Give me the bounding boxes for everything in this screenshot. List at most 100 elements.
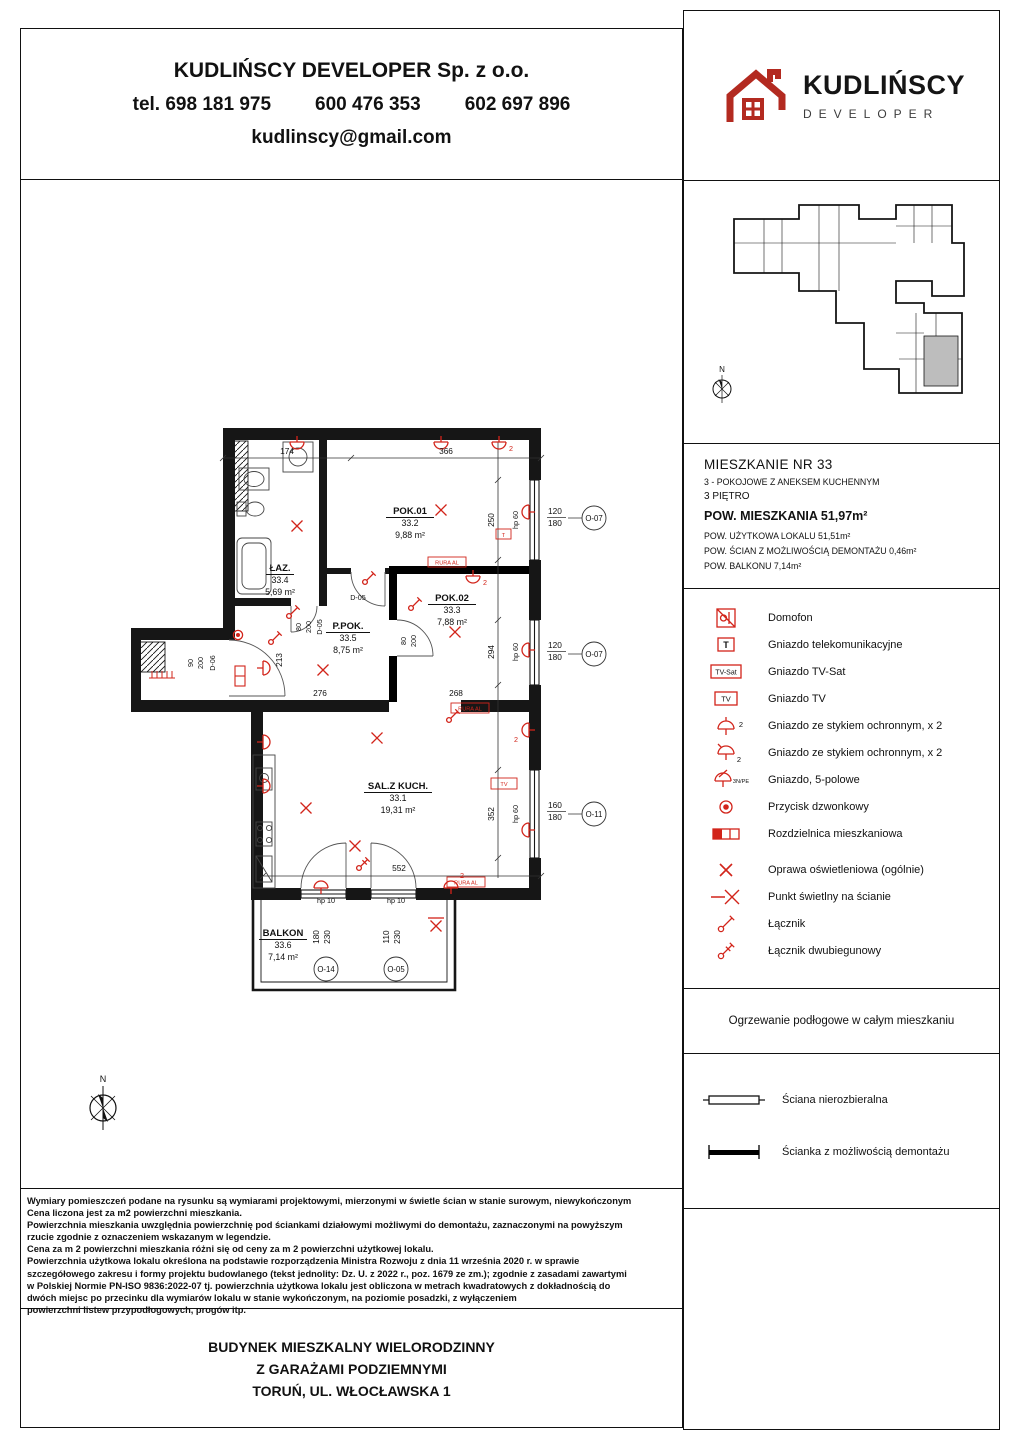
dim-bal1-h: 230 xyxy=(322,929,332,943)
svg-text:33.1: 33.1 xyxy=(389,793,406,803)
legend-item-label: Oprawa oświetleniowa (ogólnie) xyxy=(768,863,924,876)
legend-item: TV Gniazdo TV xyxy=(698,685,999,712)
compass-north-label: N xyxy=(100,1074,107,1084)
right-panel: KUDLIŃSCY DEVELOPER N xyxy=(683,10,1000,1430)
highlighted-apartment xyxy=(923,335,959,387)
bath-door-id: D-05 xyxy=(315,619,324,635)
legend-item-label: Rozdzielnica mieszkaniowa xyxy=(768,827,903,840)
logo-brand-name: KUDLIŃSCY xyxy=(802,70,965,100)
disclaimer-line: Cena liczona jest za m2 powierzchni mies… xyxy=(27,1208,242,1219)
room-label-balkon: BALKON 33.6 7,14 m² xyxy=(263,928,304,962)
apartment-type: 3 - POKOJOWE Z ANEKSEM KUCHENNYM xyxy=(704,477,880,487)
ref-o14: O-14 xyxy=(317,965,335,974)
dim-right-b: 294 xyxy=(486,644,496,658)
electrical-labels: 2 2 2 2 TV T RURA AL RURA AL RURA AL xyxy=(435,444,518,887)
dimension-lines xyxy=(219,441,582,940)
dim-win2-w: 120 xyxy=(548,640,562,650)
tv-socket-icon: TV xyxy=(698,687,754,711)
ref-o11: O-11 xyxy=(586,810,603,819)
socket-count-label: 2 xyxy=(514,735,518,744)
tv-socket-label: TV xyxy=(500,781,507,787)
wall-legend-item: Ścianka z możliwością demontażu xyxy=(698,1142,999,1162)
dim-win2-h: 180 xyxy=(548,652,562,662)
room-label-pok02: POK.02 33.3 7,88 m² xyxy=(435,593,469,627)
svg-text:T: T xyxy=(723,640,729,650)
telecom-socket-label: T xyxy=(502,532,506,538)
dim-bal1-w: 180 xyxy=(311,929,321,943)
legend-item-label: Gniazdo ze stykiem ochronnym, x 2 xyxy=(768,746,943,759)
svg-text:ŁAZ.: ŁAZ. xyxy=(269,563,290,574)
apartment-area-usable: POW. UŻYTKOWA LOKALU 51,51m² xyxy=(704,531,851,541)
legal-disclaimer: Wymiary pomieszczeń podane na rysunku są… xyxy=(20,1187,683,1315)
entry-door-width: 90 xyxy=(186,659,195,667)
dim-bal2-w: 110 xyxy=(381,930,391,944)
phone-3: 602 697 896 xyxy=(464,94,571,115)
phone-1: tel. 698 181 975 xyxy=(132,94,272,115)
doorbell-button-symbol xyxy=(232,629,244,640)
apartment-floor: 3 PIĘTRO xyxy=(704,491,750,502)
fixtures xyxy=(236,441,314,888)
room-label-laz: ŁAZ. 33.4 5,69 m² xyxy=(265,563,295,597)
wall-legend-item: Ściana nierozbieralna xyxy=(698,1090,999,1110)
legend-item: Łącznik xyxy=(698,910,999,937)
svg-text:33.5: 33.5 xyxy=(339,633,356,643)
svg-text:19,31 m²: 19,31 m² xyxy=(381,805,416,815)
svg-text:33.3: 33.3 xyxy=(443,605,460,615)
company-email: kudlinscy@gmail.com xyxy=(251,127,452,148)
logo-house-icon xyxy=(718,60,790,131)
heating-note-text: Ogrzewanie podłogowe w całym mieszkaniu xyxy=(728,1015,955,1027)
developer-logo: KUDLIŃSCY DEVELOPER xyxy=(684,11,999,181)
svg-text:3N/PE: 3N/PE xyxy=(733,779,749,785)
room-door-height: 200 xyxy=(409,635,418,647)
bath-door-width: 80 xyxy=(294,623,303,631)
legend-item: 3N/PE Gniazdo, 5-polowe xyxy=(698,766,999,793)
legend-item-label: Domofon xyxy=(768,611,813,624)
disclaimer-line: dwóch miejsc po przecinku dla wymiarów l… xyxy=(27,1292,517,1303)
building-title-line3: TORUŃ, UL. WŁOCŁAWSKA 1 xyxy=(252,1382,451,1399)
dim-bal2-h: 230 xyxy=(392,929,402,943)
disclaimer-line: w Polskiej Normie PN-ISO 9836:2022-07 tj… xyxy=(27,1280,611,1291)
tv-sat-socket-icon: TV-Sat xyxy=(698,660,754,684)
disclaimer-line: Wymiary pomieszczeń podane na rysunku są… xyxy=(27,1196,632,1206)
svg-text:7,88 m²: 7,88 m² xyxy=(437,617,467,627)
svg-text:7,14 m²: 7,14 m² xyxy=(268,952,298,962)
building-title-line2: Z GARAŻAMI PODZIEMNYMI xyxy=(256,1360,447,1377)
title-block: BUDYNEK MIESZKALNY WIELORODZINNY Z GARAŻ… xyxy=(20,1307,683,1428)
room-label-pok01: POK.01 33.2 9,88 m² xyxy=(393,506,428,540)
legend-item: TV-Sat Gniazdo TV-Sat xyxy=(698,658,999,685)
svg-text:TV: TV xyxy=(721,694,731,703)
apartment-area-total: POW. MIESZKANIA 51,97m² xyxy=(704,509,868,523)
svg-text:33.6: 33.6 xyxy=(274,940,291,950)
svg-text:BALKON: BALKON xyxy=(263,928,304,939)
dim-win3-w: 160 xyxy=(548,800,562,810)
socket-count-label: 2 xyxy=(483,578,487,587)
demountable-wall-icon xyxy=(698,1142,770,1162)
socket-count-label: 2 xyxy=(460,871,464,880)
phone-2: 600 476 353 xyxy=(315,94,421,115)
duct-label-box xyxy=(427,556,467,567)
svg-text:9,88 m²: 9,88 m² xyxy=(395,530,425,540)
tv-socket-box xyxy=(490,777,518,789)
dim-hp60: hp 60 xyxy=(511,511,520,529)
building-title-line1: BUDYNEK MIESZKALNY WIELORODZINNY xyxy=(208,1338,495,1355)
windows xyxy=(300,478,540,899)
legend-item: T Gniazdo TV-Sat Gniazdo telekomunikacyj… xyxy=(698,631,999,658)
wall-light-icon xyxy=(698,885,754,909)
apartment-area-walls: POW. ŚCIAN Z MOŻLIWOŚCIĄ DEMONTAŻU 0,46m… xyxy=(704,546,917,556)
dim-hall-c: 213 xyxy=(274,652,284,666)
socket-grounded-icon: 2 xyxy=(698,714,754,738)
socket-count-label: 2 xyxy=(509,444,513,453)
floor-plan: O-07 O-07 O-11 O-14 O-05 xyxy=(89,427,607,1130)
heating-note: Ogrzewanie podłogowe w całym mieszkaniu xyxy=(684,989,999,1054)
legend-item: 2 Gniazdo ze stykiem ochronnym, x 2 xyxy=(698,739,999,766)
building-key-plan-section: N xyxy=(684,181,999,444)
legend-item: Rozdzielnica mieszkaniowa xyxy=(698,820,999,847)
demountable-walls xyxy=(389,565,529,702)
svg-text:POK.02: POK.02 xyxy=(435,593,469,604)
walls xyxy=(131,427,541,900)
dim-top-a: 174 xyxy=(280,446,294,456)
compass-north-label: N xyxy=(719,365,725,374)
doors xyxy=(228,571,434,888)
company-name: KUDLIŃSCY DEVELOPER Sp. z o.o. xyxy=(173,59,530,82)
